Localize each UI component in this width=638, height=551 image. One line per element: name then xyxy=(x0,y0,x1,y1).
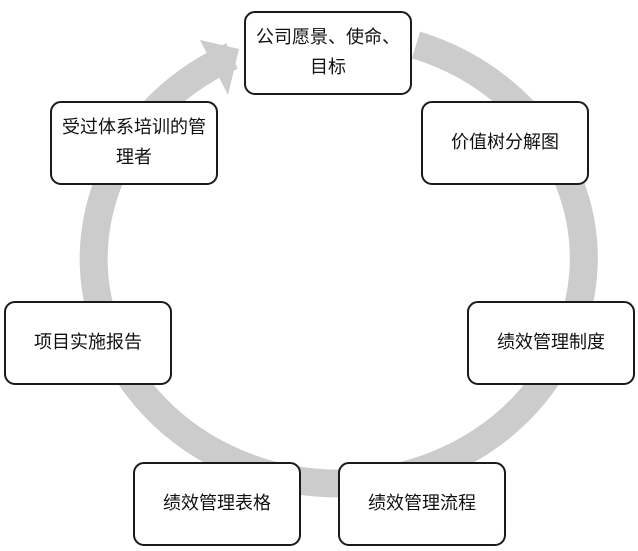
node-label: 项目实施报告 xyxy=(34,332,142,353)
node-trained-managers: 受过体系培训的管理者 xyxy=(50,101,218,185)
node-label: 公司愿景、使命、目标 xyxy=(256,27,400,78)
node-value-tree: 价值树分解图 xyxy=(421,101,589,185)
node-vision-mission-goals: 公司愿景、使命、目标 xyxy=(244,11,412,95)
node-label: 绩效管理表格 xyxy=(163,493,271,514)
node-performance-policy: 绩效管理制度 xyxy=(467,301,635,385)
node-performance-forms: 绩效管理表格 xyxy=(133,462,301,546)
node-project-report: 项目实施报告 xyxy=(4,301,172,385)
cycle-arrowhead xyxy=(200,40,239,95)
node-label: 受过体系培训的管理者 xyxy=(62,117,206,168)
node-performance-process: 绩效管理流程 xyxy=(338,462,506,546)
node-label: 价值树分解图 xyxy=(451,132,559,153)
node-label: 绩效管理流程 xyxy=(368,493,476,514)
node-label: 绩效管理制度 xyxy=(497,332,605,353)
